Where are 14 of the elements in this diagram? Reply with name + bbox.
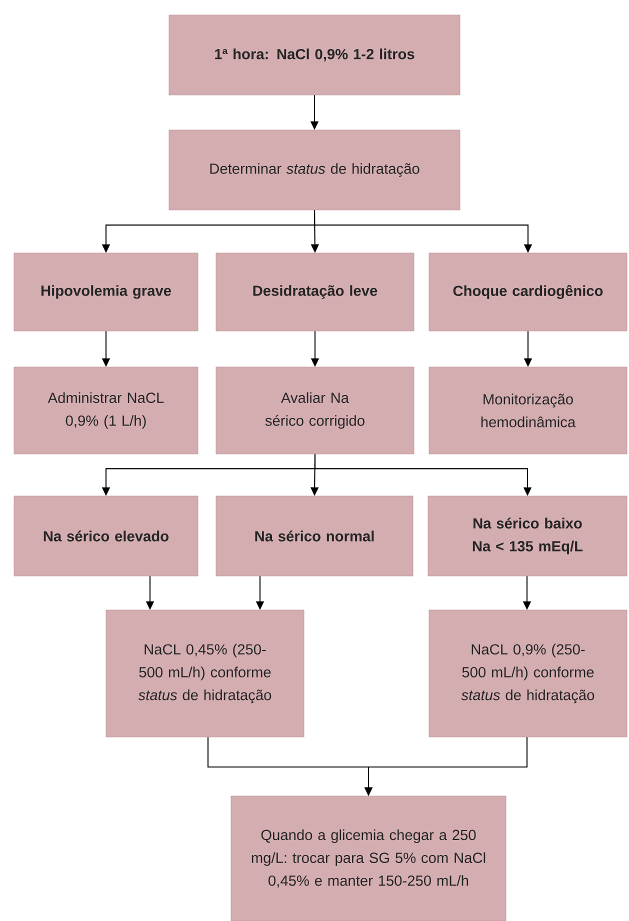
process-box: NaCL 0,9% (250-500 mL/h) conforme status de hidratação	[428, 610, 628, 738]
process-box: Avaliar Na sérico corrigido	[216, 366, 414, 454]
process-box: Na sérico baixo Na < 135 mEq/L	[428, 496, 628, 576]
process-box: Na sérico normal	[216, 496, 414, 576]
process-box: Monitorização hemodinâmica	[428, 366, 628, 454]
process-box: Desidratação leve	[216, 252, 414, 332]
process-box: Hipovolemia grave	[14, 252, 198, 332]
process-box: Determinar status de hidratação	[168, 130, 460, 210]
process-box: Administrar NaCL 0,9% (1 L/h)	[14, 366, 198, 454]
process-box: NaCL 0,45% (250-500 mL/h) conforme status de hidratação	[106, 610, 304, 738]
process-box: Na sérico elevado	[14, 496, 198, 576]
process-box: Quando a glicemia chegar a 250 mg/L: trocar para SG 5% com NaCl 0,45% e manter 150-250 mL/h	[230, 796, 506, 921]
process-box: 1ª hora: NaCl 0,9% 1-2 litros	[168, 14, 460, 96]
process-box: Choque cardiogênico	[428, 252, 628, 332]
